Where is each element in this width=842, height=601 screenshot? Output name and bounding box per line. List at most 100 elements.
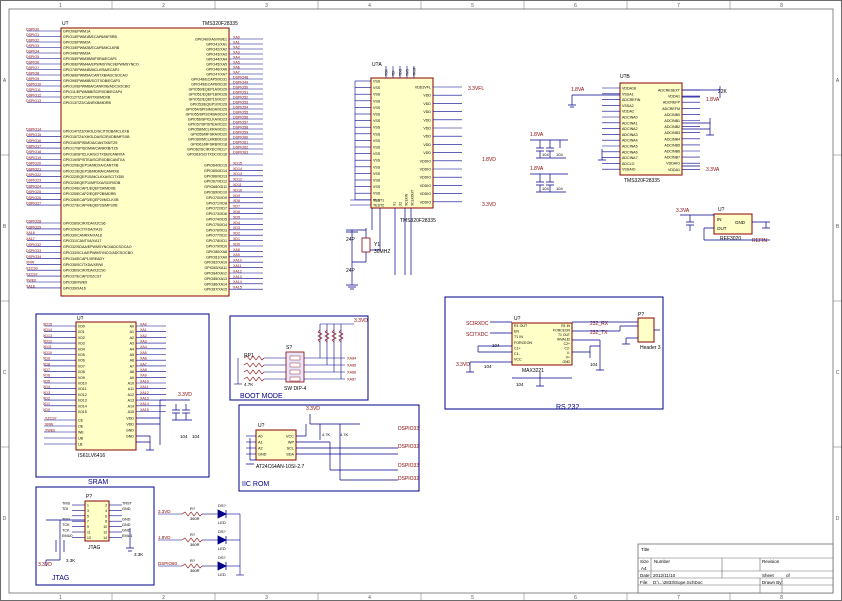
dsp-left2-net-label: DSPIO18 [26,150,41,154]
rs232-net-tx: SCITXDC [466,332,488,338]
boot-net-label: XA84 [347,357,356,361]
dsp-left2-pin-label: GPIO16/SPISIMOA/CANTXB/TZ5 [63,141,117,145]
jtag-pin-num: 6 [105,514,107,518]
dsp-left3-pin-label: GPIO34/ECAP1/XREADY [63,257,105,261]
dsp-left-net-label: DSPIO7 [26,66,39,70]
jtag-pin-num: 5 [87,514,89,518]
dsp-left-net-label: DSPIO0 [26,27,39,31]
dsp-right2-net-label: XD4 [233,221,240,225]
jtag-right-net: EMU1 [122,534,133,538]
zone-row-right-C: C [836,370,840,376]
adc-body [619,82,683,176]
bottom-pin-label: X1 [393,202,397,206]
dsp-left3-net-label: DSPIO32 [26,243,41,247]
tb-size-value: A4 [641,566,647,571]
sram-pwr-pin-label: GND [126,429,134,433]
dsp-right2-net-label: XD8 [233,199,240,203]
adc-ref: U?B [620,74,630,80]
sram-frame [35,313,210,478]
dsp-left2-net-label: DSPIO21 [26,167,41,171]
sram-a-net-label: XA0 [140,322,147,326]
vdd-pin-label: VDDIO [420,192,432,196]
sram-a-net-label: XA10 [140,379,149,383]
dsp-left2-pin-label: GPIO20/EQEP1A/MDXA/CANTXB [63,164,119,168]
dsp-right-pin-label: GPIO52/EQEP1S/XD27 [189,98,227,102]
caps-wires [530,139,568,193]
max3221-ref: U? [514,316,521,322]
vdd-pin-label: VDDIO [420,176,432,180]
vdd-pin-label: VDD [423,94,431,98]
dsp-right-net-label: DSPIO54 [233,105,248,109]
dsp-right2-pin-label: GPIO87/XA15 [204,288,227,292]
sram-io-pin-label: I/O1 [78,330,85,334]
jtag-part: JTAG [88,545,101,551]
tb-size-label: Size [640,559,649,564]
dsp-right-net-label: DSPIO60 [233,135,248,139]
jtag-wires [45,519,134,566]
max3221-left-pin: EN [514,330,519,334]
dsp-left2-net-label: DSPIO27 [26,202,41,206]
boot-net-33: 3.3VD [354,318,368,324]
dsp-left-net-label: DSPIO8 [26,71,39,75]
vdd-pin-label: VDD3VFL [415,86,431,90]
iic-title: IIC ROM [242,481,269,488]
rs232-title: RS 232 [556,404,579,411]
sram-pwr-pin-label: VDD [126,423,134,427]
jtag-pin-num: 1 [87,504,89,508]
jtag-title: JTAG [52,575,69,582]
ref-ic-ref: U? [718,207,725,213]
dsp-left-net-label: DSPIO13 [26,99,41,103]
boot-resistor [243,355,265,361]
top-pin-label: TDI [392,70,396,76]
adc-left-pin-label: ADCINA7 [622,156,638,160]
sram-ctrl-net: XRW [45,422,54,426]
cap-24p-1: 24P [346,237,356,243]
dsp-right-net-label: XA3 [233,50,240,54]
dsp-right2-pin-label: GPIO64/XD15 [204,164,227,168]
zone-col-bottom-2: 2 [162,595,165,601]
sram-io-pin-label: I/O2 [78,336,85,340]
led-net-label: 3.3VD [158,509,171,514]
power-block: U?A TMS320F28335 VSSVSSVSSVSSVSSVSSVSSVS… [346,62,496,290]
dsp-left-net-label: DSPIO1 [26,33,39,37]
boot-res-val: 4.7K [244,382,253,387]
dsp-right-net-label: DSPIO59 [233,130,248,134]
sram-cap-2: 104 [192,434,200,439]
vdd-pin-label: VDD [423,127,431,131]
dsp-left3-pin-label: GPIO29/SCITXDA/XA19 [63,227,102,231]
dsp-left2-pin-label: GPIO18/SPICLKA/SCITXDB/CANRXA [63,152,125,156]
vss-pin-label: VSS [373,86,381,90]
sram-io-pin-label: I/O6 [78,359,85,363]
dsp-right2-net-label: XA9 [233,253,240,257]
iic-net-1: DSPIO32 [398,444,419,450]
dsp-left-net-label: DSPIO9 [26,77,39,81]
ref3020-block: U? REF3020 IN OUT GND 3.3VA REFIN [676,207,770,244]
dsp-right-net-label: DSPIO48 [233,75,248,79]
jtag-frame [35,486,155,586]
vss-pin-label: VSS [373,80,381,84]
tb-revision-label: Revision [762,559,780,564]
sram-a-pin-label: A7 [130,364,134,368]
dsp-right-pin-label: GPIO58/MCLKRA/XD21 [188,128,227,132]
dsp-left-pin-label: GPIO6/EPWM4A/EPWMSYNCI/EPWMSYNCO [63,63,139,67]
led-color: LED [218,520,226,525]
sram-io-net-label: XD8 [43,362,50,366]
tb-file-value: D:\...\2833\Sope.SchDoc [653,580,703,585]
rs232-cap-1: 104 [484,364,492,369]
dsp-left2-pin-label: GPIO24/ECAP1/EQEP2A/MDXB [63,187,116,191]
sram-a-net-label: XA5 [140,351,147,355]
dsp-left-net-label: DSPIO2 [26,38,39,42]
iic-left-pin-label: A1 [258,441,263,445]
cap-val-3: 104 [542,186,549,191]
dsp-right-pin-label: GPIO53/EQEP1I/XD26 [190,103,227,107]
rs232-frame [444,296,664,410]
dsp-right2-net-label: XA13 [233,275,242,279]
sram-io-net-label: XD4 [43,385,50,389]
sram-io-pin-label: I/O12 [78,393,87,397]
dsp-left2-pin-label: GPIO23/EQEP1I/MFSXA/SCIRXDB [63,181,121,185]
dsp-left2-net-label: DSPIO19 [26,156,41,160]
sram-a-pin-label: A5 [130,353,134,357]
dsp-right2-net-label: XA8 [233,248,240,252]
title-block: Title Size A4 Number Revision Date: 2012… [637,543,834,594]
